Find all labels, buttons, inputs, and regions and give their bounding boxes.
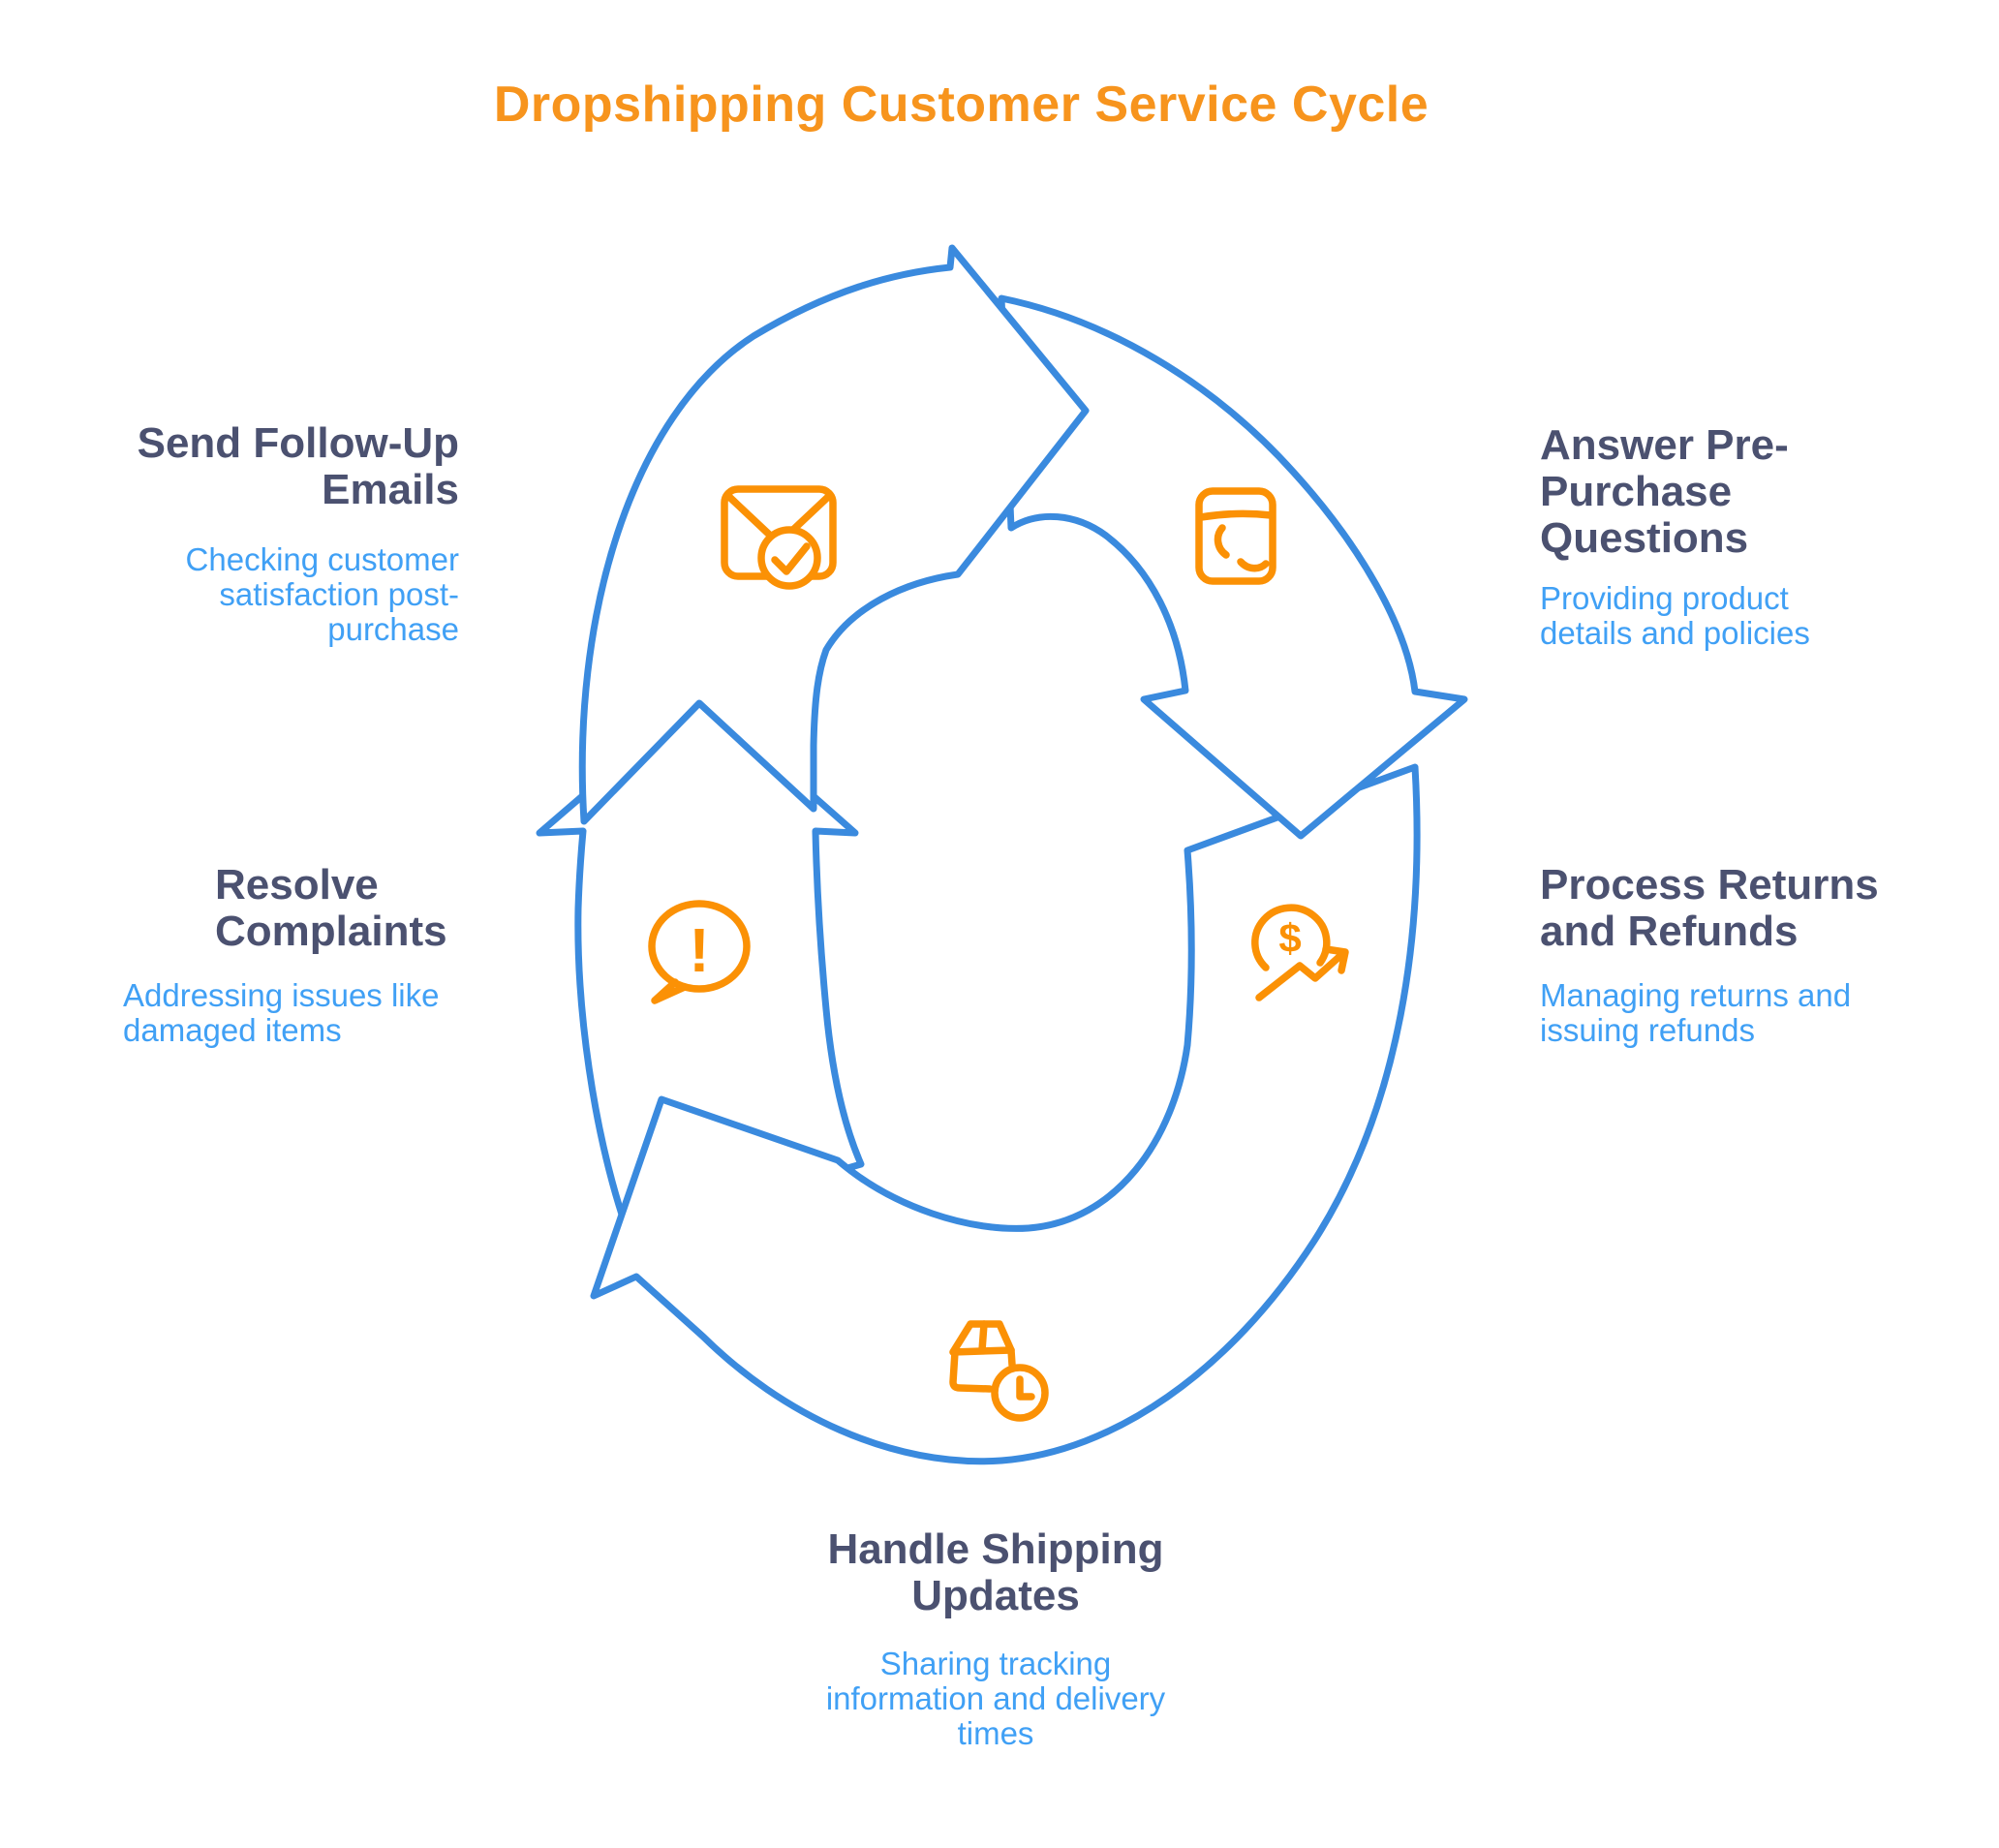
heading-line: Answer Pre- — [1540, 421, 1789, 469]
body-line: issuing refunds — [1540, 1012, 1755, 1048]
mail-check-icon — [721, 485, 837, 590]
speech-bubble-tail — [651, 978, 689, 1004]
exclamation-glyph: ! — [689, 915, 709, 985]
heading-line: Questions — [1540, 514, 1749, 562]
page-title: Dropshipping Customer Service Cycle — [493, 77, 1430, 133]
cycle-arrow-top-right — [998, 294, 1468, 840]
clock-hands — [1016, 1375, 1035, 1401]
body-line: Providing product — [1540, 580, 1789, 616]
trend-arrowhead — [1322, 945, 1349, 974]
step-heading-resolve-complaints: Resolve Complaints — [215, 862, 525, 955]
heading-line: Resolve — [215, 861, 379, 909]
coin-circle — [1251, 904, 1331, 971]
exclamation-bubble-icon: ! — [648, 900, 751, 1004]
body-line: Sharing tracking — [879, 1646, 1112, 1681]
phone-earpiece — [1214, 524, 1230, 559]
heading-line: Process Returns — [1540, 861, 1879, 909]
body-line: details and policies — [1540, 615, 1810, 651]
heading-line: Updates — [911, 1572, 1080, 1619]
package-lid — [949, 1320, 1015, 1356]
step-body-process-returns-and-refunds: Managing returns and issuing refunds — [1540, 978, 1976, 1048]
check-circle — [757, 526, 821, 590]
package-lid-seam — [978, 1320, 988, 1354]
package-right-edge — [1007, 1346, 1016, 1369]
phone-mouthpiece — [1237, 558, 1270, 572]
step-heading-send-follow-up-emails: Send Follow-Up Emails — [39, 420, 459, 513]
money-trend-icon: $ — [1251, 904, 1349, 1001]
cycle-arrow-bottom — [590, 763, 1421, 1465]
check-mark — [771, 542, 811, 575]
body-line: times — [957, 1715, 1034, 1751]
body-line: Addressing issues like — [123, 977, 440, 1013]
contact-book-icon — [1195, 487, 1276, 585]
body-line: information and delivery — [825, 1680, 1166, 1716]
heading-line: Handle Shipping — [827, 1525, 1164, 1573]
body-line: satisfaction post- — [219, 576, 459, 612]
body-line: purchase — [327, 611, 459, 647]
step-heading-answer-pre-purchase-questions: Answer Pre- Purchase Questions — [1540, 422, 1956, 562]
book-binding — [1197, 509, 1275, 521]
body-line: damaged items — [123, 1012, 342, 1048]
body-line: Checking customer — [185, 541, 459, 577]
step-body-answer-pre-purchase-questions: Providing product details and policies — [1540, 581, 1956, 651]
step-heading-process-returns-and-refunds: Process Returns and Refunds — [1540, 862, 1976, 955]
heading-line: Emails — [322, 466, 459, 513]
package-front — [949, 1348, 994, 1393]
trend-line — [1255, 950, 1346, 1001]
heading-line: Send Follow-Up — [137, 419, 459, 467]
dollar-glyph: $ — [1278, 915, 1301, 961]
book-cover — [1195, 487, 1276, 585]
heading-line: Complaints — [215, 908, 447, 955]
body-line: Managing returns and — [1540, 977, 1852, 1013]
speech-bubble — [648, 900, 751, 993]
heading-line: Purchase — [1540, 468, 1733, 515]
package-clock-icon — [949, 1320, 1049, 1422]
step-body-resolve-complaints: Addressing issues like damaged items — [123, 978, 491, 1048]
step-body-handle-shipping-updates: Sharing tracking information and deliver… — [767, 1647, 1224, 1751]
heading-line: and Refunds — [1540, 908, 1799, 955]
step-heading-handle-shipping-updates: Handle Shipping Updates — [786, 1526, 1205, 1619]
step-body-send-follow-up-emails: Checking customer satisfaction post- pur… — [39, 542, 459, 647]
